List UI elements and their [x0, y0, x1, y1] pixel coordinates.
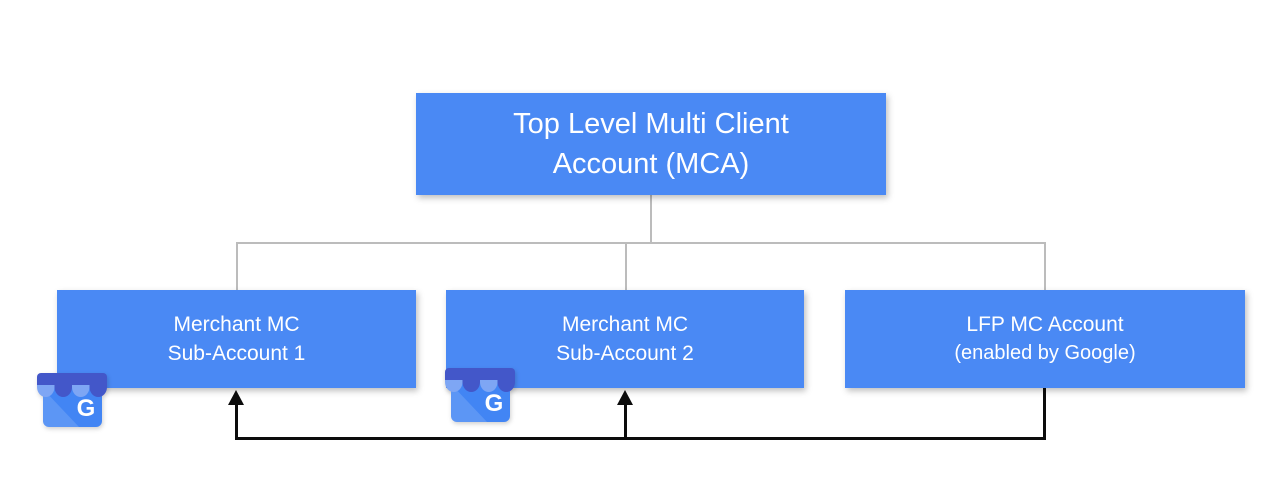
arrow-line-sub2 — [624, 403, 627, 440]
arrow-up-icon-sub1 — [228, 390, 244, 405]
awning-scallop — [72, 385, 90, 397]
node-label-line: Account (MCA) — [552, 148, 750, 180]
node-merchant-sub-account-1: Merchant MC Sub-Account 1 — [57, 290, 416, 388]
awning-scallop — [89, 385, 107, 397]
lfp-feed-vertical — [1043, 388, 1046, 440]
node-label-line: Sub-Account 1 — [167, 342, 306, 365]
google-business-profile-icon: G — [445, 368, 515, 422]
arrow-line-sub1 — [235, 403, 238, 440]
node-top-level-mca: Top Level Multi Client Account (MCA) — [416, 93, 886, 195]
storefront-fold — [43, 389, 79, 427]
node-label-line: LFP MC Account — [966, 313, 1124, 336]
icon-letter-g: G — [485, 390, 504, 417]
node-lfp-mc-account: LFP MC Account (enabled by Google) — [845, 290, 1245, 388]
node-label-line: Top Level Multi Client — [513, 108, 789, 140]
icon-letter-g: G — [77, 395, 96, 422]
google-business-profile-icon: G — [37, 373, 107, 427]
connector-top-vertical — [650, 195, 652, 243]
awning-scallop — [445, 380, 463, 392]
awning-band — [445, 368, 515, 380]
awning-scallop — [462, 380, 480, 392]
lfp-feed-horizontal — [235, 437, 1046, 440]
awning-scallop — [480, 380, 498, 392]
awning-band — [37, 373, 107, 385]
connector-drop-sub1 — [236, 242, 238, 290]
storefront-fold — [451, 384, 487, 422]
node-label-line: (enabled by Google) — [954, 342, 1136, 364]
node-label-line: Merchant MC — [173, 313, 300, 336]
connector-drop-lfp — [1044, 242, 1046, 290]
node-label-line: Merchant MC — [561, 313, 689, 336]
awning-scallop — [54, 385, 72, 397]
connector-drop-sub2 — [625, 242, 627, 290]
awning-scallop — [497, 380, 515, 392]
node-label-line: Sub-Account 2 — [556, 342, 694, 365]
arrow-up-icon-sub2 — [617, 390, 633, 405]
awning-scallop — [37, 385, 55, 397]
connector-horizontal — [236, 242, 1046, 244]
